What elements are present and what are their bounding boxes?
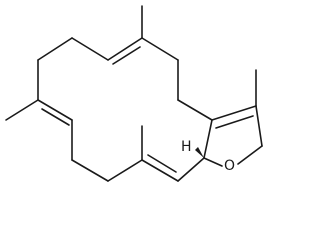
- stereo-wedge-bond: [195, 147, 204, 158]
- bond-top-to-right-chain: [141, 37, 179, 61]
- bond-top-double: [107, 37, 143, 61]
- bond-left-double: [37, 99, 73, 121]
- bond-ring-to-ch2: [255, 105, 263, 147]
- molecule-canvas: O H: [5, 5, 263, 182]
- bond-ring-o-to-ch: [203, 157, 223, 167]
- bond-ring-c-c-double: [211, 105, 257, 121]
- bond-bottom-double-inner: [147, 154, 177, 173]
- skeletal-structure-diagram: O H: [5, 5, 263, 182]
- oxygen-atom-label: O: [224, 158, 235, 174]
- bond-upper-left-1: [71, 37, 109, 61]
- bond-left-methyl: [5, 99, 39, 121]
- bond-right-chain-2: [177, 99, 213, 121]
- bond-lower-left-3: [107, 159, 143, 182]
- bond-bottom-double: [141, 159, 179, 182]
- bond-top-double-inner: [112, 46, 141, 65]
- bond-lower-left-2: [71, 159, 109, 182]
- bond-upper-left-2: [37, 37, 73, 61]
- bond-ring-junction: [203, 119, 213, 159]
- bond-ring-ch2-to-o: [237, 145, 263, 165]
- bond-ring-c-c-double-inner: [215, 115, 254, 129]
- bond-left-double-inner: [41, 108, 70, 126]
- stereo-hydrogen-label: H: [181, 139, 192, 155]
- bond-junction-to-alkene: [177, 157, 205, 182]
